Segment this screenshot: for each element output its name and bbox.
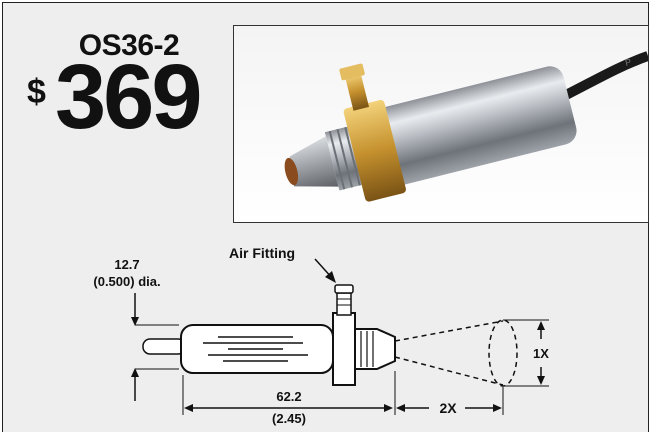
cable-outline <box>142 338 186 355</box>
length-value: 62.2 <box>276 389 301 404</box>
currency-symbol: $ <box>27 73 46 111</box>
sensor-photo-image: P <box>234 26 648 222</box>
air-fitting-outline <box>334 284 354 316</box>
threaded-nose-outline <box>354 328 396 370</box>
mount-nut-outline <box>332 312 356 386</box>
sensor-body-outline <box>180 324 334 374</box>
air-fitting-label: Air Fitting <box>229 245 295 261</box>
svg-text:P: P <box>624 57 632 68</box>
price-amount: 369 <box>55 46 202 148</box>
field-of-view-cone <box>394 319 518 387</box>
model-number: OS36-2 <box>78 29 180 62</box>
dimension-drawing: Air Fitting 12.7 (0.500) dia. <box>93 245 549 426</box>
diameter-value: 12.7 <box>114 257 139 272</box>
spot-height-label: 1X <box>533 346 549 361</box>
product-photo: P <box>233 25 649 223</box>
length-label: (2.45) <box>272 411 306 426</box>
air-fitting-arrowhead <box>325 271 336 283</box>
distance-label: 2X <box>439 400 457 416</box>
diameter-label: (0.500) dia. <box>93 274 160 289</box>
price-tag: $ 369 <box>23 51 223 151</box>
